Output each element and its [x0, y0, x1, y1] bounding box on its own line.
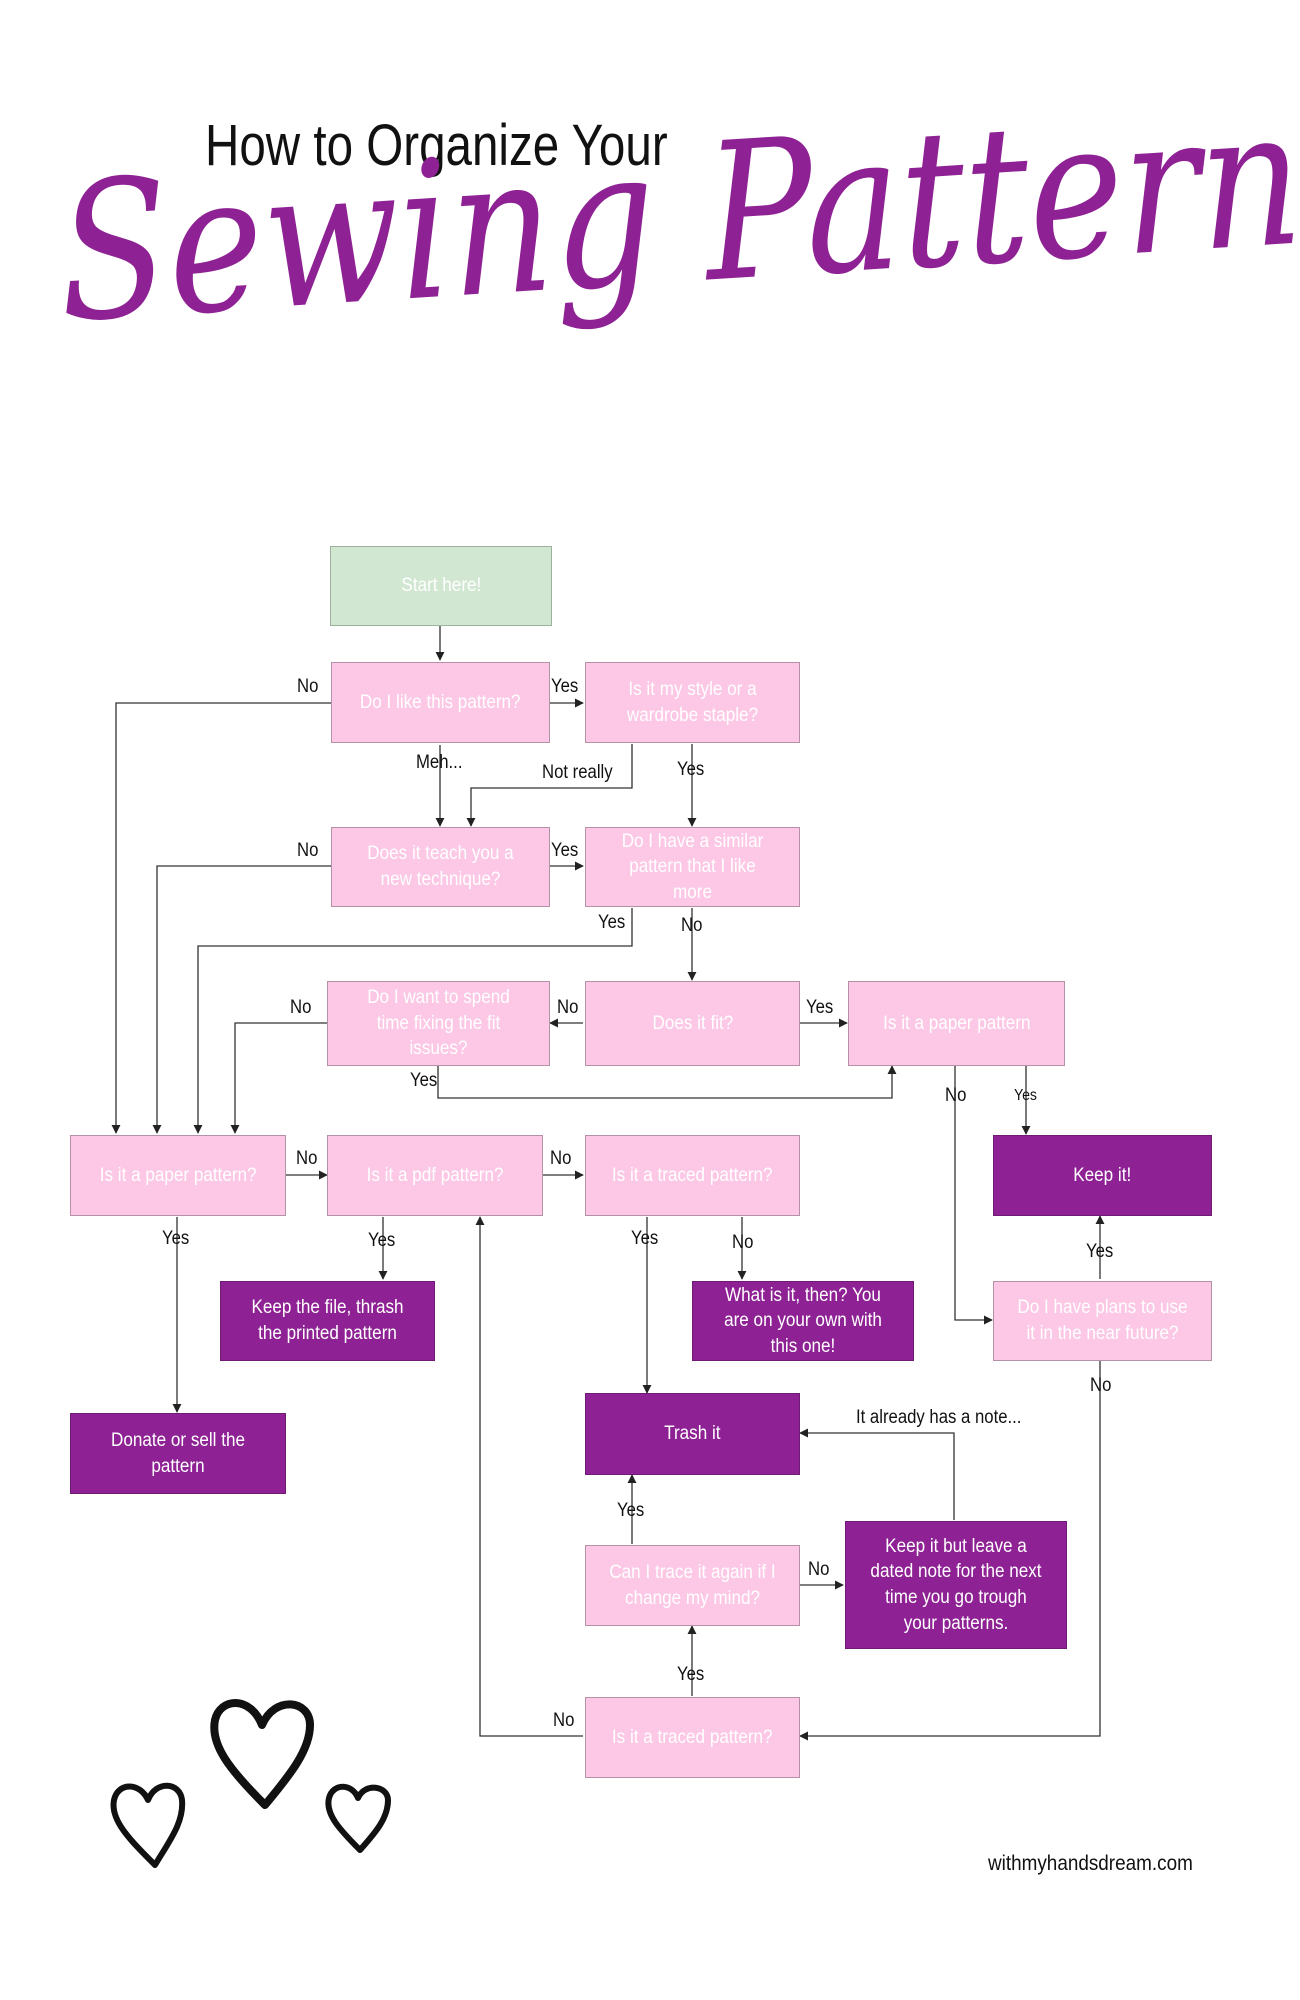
edge-tracedbottom-no — [475, 1216, 583, 1737]
node-traced-pattern-mid: Is it a traced pattern? — [585, 1135, 800, 1216]
node-like-pattern: Do I like this pattern? — [331, 662, 550, 743]
node-does-it-fit: Does it fit? — [585, 981, 800, 1066]
label-trace-yes: Yes — [617, 1500, 645, 1521]
node-traced-pattern-bottom: Is it a traced pattern? — [585, 1697, 800, 1778]
label-tracedmid-yes: Yes — [631, 1228, 659, 1249]
node-similar-pattern: Do I have a similar pattern that I like … — [585, 827, 800, 907]
node-style-staple: Is it my style or a wardrobe staple? — [585, 662, 800, 743]
edge-paperright-no — [954, 1066, 993, 1325]
footer-website: withmyhandsdream.com — [988, 1852, 1193, 1875]
node-teach-technique: Does it teach you a new technique? — [331, 827, 550, 907]
edge-style-notreally — [466, 744, 633, 827]
title-line-1: How to Organize Your — [205, 113, 668, 178]
label-paperleft-yes: Yes — [162, 1228, 190, 1249]
label-similar-no: No — [681, 915, 703, 936]
edge-note-already — [799, 1428, 955, 1520]
label-style-notreally: Not really — [542, 762, 613, 783]
node-plans-future: Do I have plans to use it in the near fu… — [993, 1281, 1212, 1361]
label-pdf-no: No — [550, 1148, 572, 1169]
label-fit-no: No — [557, 997, 579, 1018]
edge-spend-yes — [437, 1065, 897, 1099]
node-keep-file: Keep the file, thrash the printed patter… — [220, 1281, 435, 1361]
label-note-already: It already has a note... — [856, 1407, 1022, 1428]
label-spend-no: No — [290, 997, 312, 1018]
edge-similar-yes — [193, 908, 633, 1134]
label-like-no: No — [297, 676, 319, 697]
label-tracedbottom-no: No — [553, 1710, 575, 1731]
label-paperleft-no: No — [296, 1148, 318, 1169]
label-similar-yes: Yes — [598, 912, 626, 933]
node-spend-time-fit: Do I want to spend time fixing the fit i… — [327, 981, 550, 1066]
label-paperright-yes: Yes — [1014, 1087, 1037, 1104]
label-pdf-yes: Yes — [368, 1230, 396, 1251]
edge-plans-no — [799, 1361, 1101, 1741]
edge-teach-no — [152, 865, 331, 1134]
node-trash-it: Trash it — [585, 1393, 800, 1475]
label-teach-yes: Yes — [551, 840, 579, 861]
label-spend-yes: Yes — [410, 1070, 438, 1091]
label-paperright-no: No — [945, 1085, 967, 1106]
edge-like-no — [111, 702, 331, 1134]
label-like-meh: Meh... — [416, 752, 463, 773]
label-teach-no: No — [297, 840, 319, 861]
heart-small-right-icon — [325, 1783, 391, 1853]
label-plans-no: No — [1090, 1375, 1112, 1396]
node-what-is-it: What is it, then? You are on your own wi… — [692, 1281, 914, 1361]
node-keep-dated-note: Keep it but leave a dated note for the n… — [845, 1521, 1067, 1649]
node-donate-sell: Donate or sell the pattern — [70, 1413, 286, 1494]
node-start: Start here! — [330, 546, 552, 626]
node-pdf-pattern: Is it a pdf pattern? — [327, 1135, 543, 1216]
node-paper-pattern-right: Is it a paper pattern — [848, 981, 1065, 1066]
node-keep-it: Keep it! — [993, 1135, 1212, 1216]
label-tracedmid-no: No — [732, 1232, 754, 1253]
heart-small-left-icon — [110, 1782, 186, 1868]
label-plans-yes: Yes — [1086, 1241, 1114, 1262]
label-like-yes: Yes — [551, 676, 579, 697]
heart-large-icon — [210, 1699, 314, 1809]
hearts-icon — [110, 1699, 391, 1868]
label-fit-yes: Yes — [806, 997, 834, 1018]
edge-spend-no — [230, 1022, 327, 1134]
node-paper-pattern-left: Is it a paper pattern? — [70, 1135, 286, 1216]
label-tracedbottom-yes: Yes — [677, 1664, 705, 1685]
label-style-yes: Yes — [677, 759, 705, 780]
label-trace-no: No — [808, 1559, 830, 1580]
node-trace-again: Can I trace it again if I change my mind… — [585, 1545, 800, 1626]
